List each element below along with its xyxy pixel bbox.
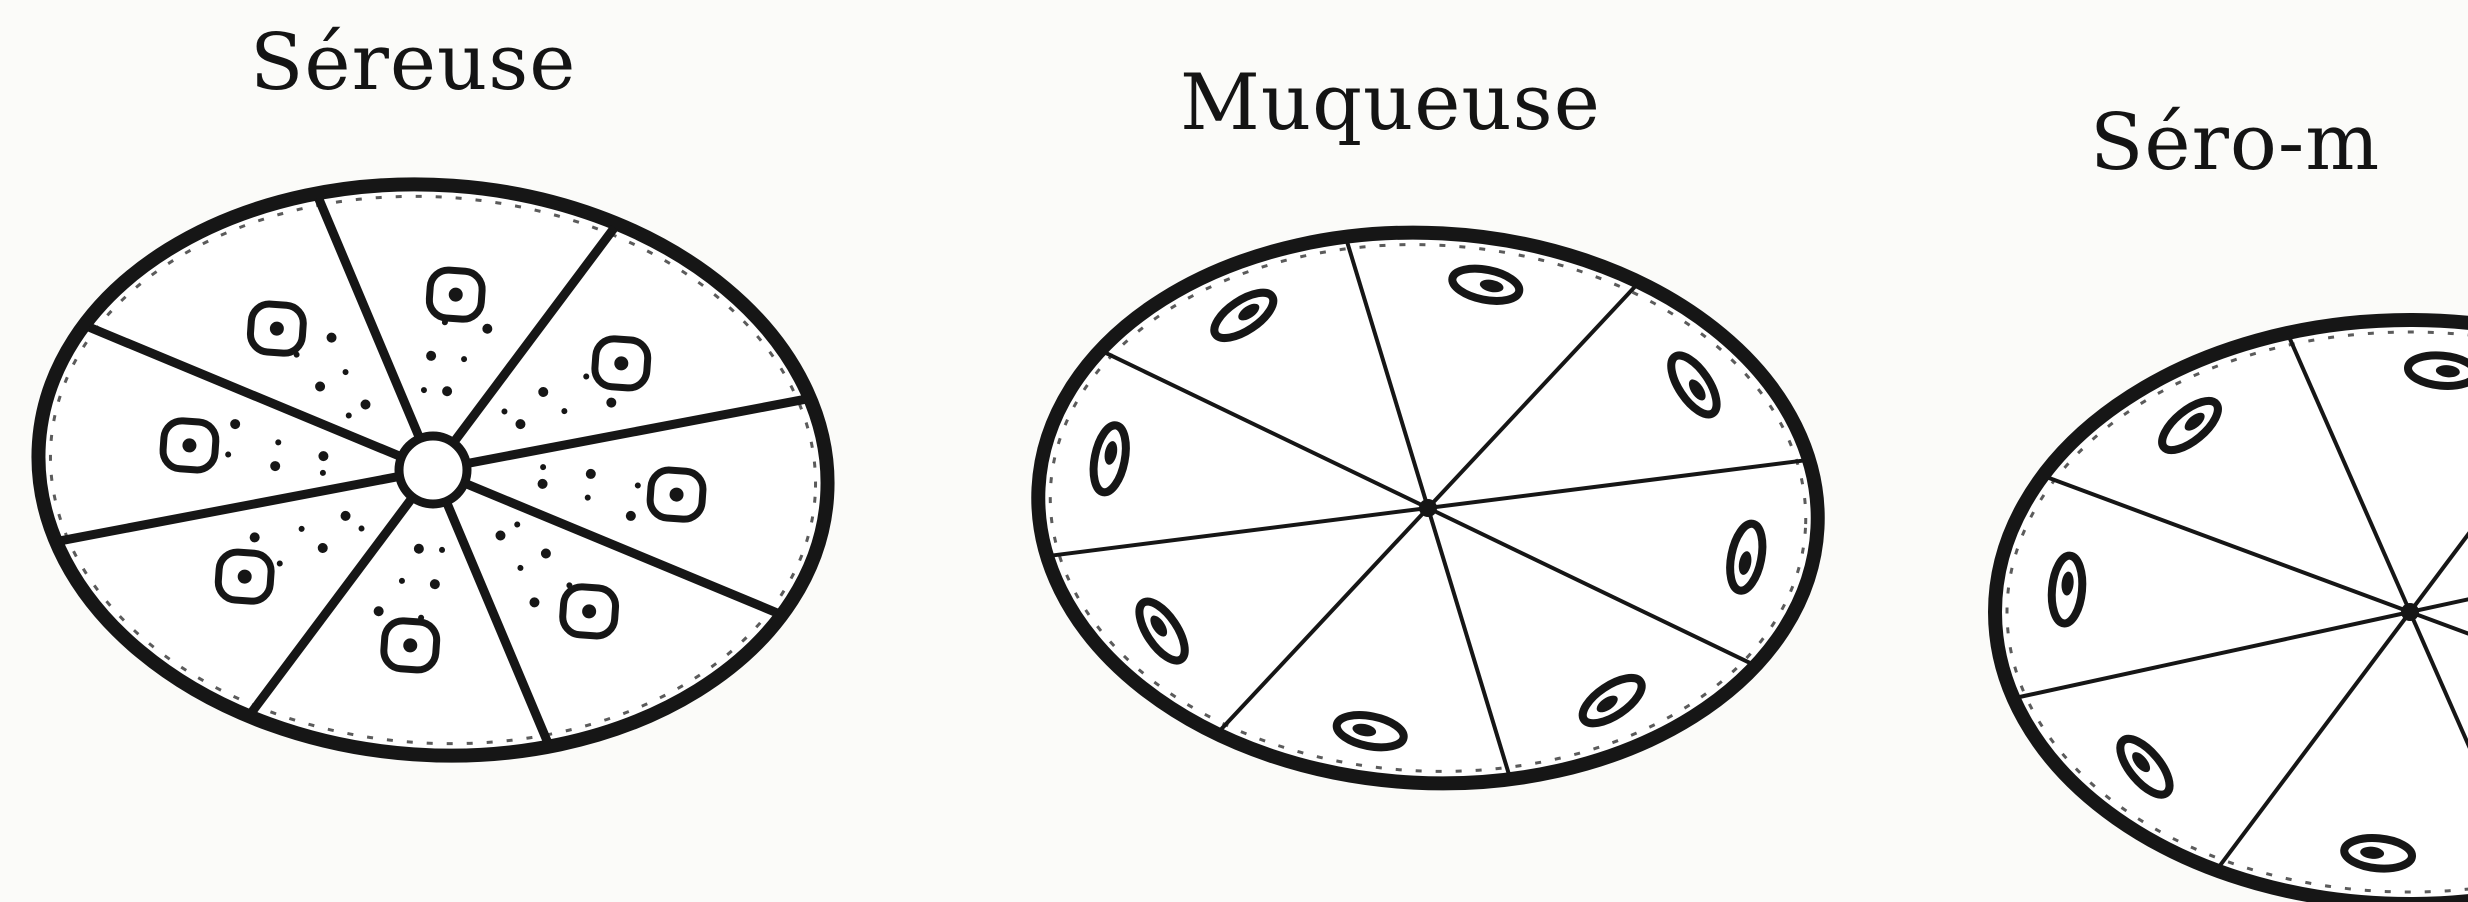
serous-acinus: [19, 158, 847, 782]
acinar-lumen: [2401, 603, 2419, 621]
mucous-acinus: [1024, 213, 1832, 803]
basement-membrane: [1995, 320, 2468, 902]
seromixed-acinus: [1995, 320, 2468, 902]
acinar-lumen: [399, 436, 467, 504]
acinar-lumen: [1419, 499, 1437, 517]
